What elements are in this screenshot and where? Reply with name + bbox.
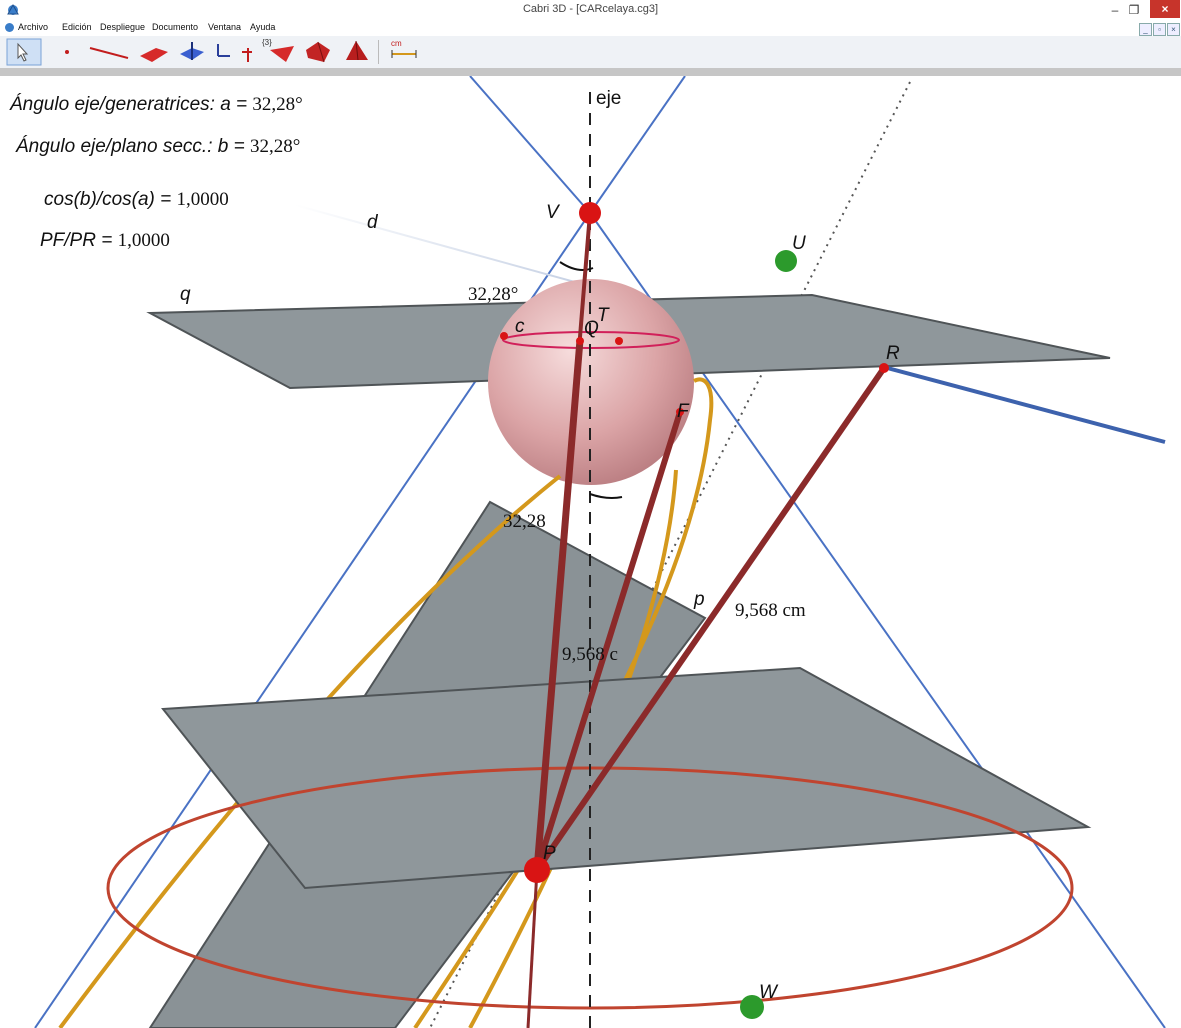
angle-measure-top[interactable]: 32,28° bbox=[468, 284, 519, 305]
doc-restore-button[interactable]: ▫ bbox=[1153, 23, 1166, 36]
plane-base[interactable] bbox=[161, 666, 1092, 890]
label-w: W bbox=[759, 982, 777, 1003]
plane-tool[interactable] bbox=[136, 38, 172, 66]
menu-despliegue[interactable]: Despliegue bbox=[100, 22, 146, 32]
measure-angle-a-label: Ángulo eje/generatrices: a = bbox=[10, 94, 253, 115]
angle-arc-top bbox=[559, 261, 594, 271]
toolbar: {3} cm bbox=[0, 36, 1181, 69]
segment-pr bbox=[534, 366, 887, 872]
measure-pf-pr-value: 1,0000 bbox=[117, 230, 170, 251]
measure-cos-ratio-value: 1,0000 bbox=[176, 189, 229, 210]
point-r[interactable] bbox=[879, 363, 889, 373]
pointer-tool[interactable] bbox=[6, 38, 44, 66]
minimize-button[interactable]: – bbox=[1111, 3, 1119, 17]
doc-close-button[interactable]: × bbox=[1167, 23, 1180, 36]
point-c[interactable] bbox=[500, 332, 508, 340]
close-button[interactable]: × bbox=[1150, 0, 1180, 18]
scene-canvas[interactable] bbox=[0, 76, 1181, 1028]
measure-angle-a-value: 32,28° bbox=[252, 94, 303, 115]
solid-tool[interactable] bbox=[340, 38, 374, 66]
label-p-plane: p bbox=[694, 589, 705, 610]
point-t[interactable] bbox=[615, 337, 623, 345]
doc-minimize-button[interactable]: _ bbox=[1139, 23, 1152, 36]
segment-pv bbox=[535, 212, 592, 871]
transformation-tool[interactable] bbox=[212, 38, 258, 66]
measure-pf-pr[interactable]: PF/PR = 1,0000 bbox=[40, 230, 170, 252]
distance-measure-pr[interactable]: 9,568 cm bbox=[735, 600, 806, 621]
measure-angle-b-value: 32,28° bbox=[249, 136, 301, 157]
point-f[interactable] bbox=[676, 408, 684, 416]
cone-generatrix-right-top bbox=[589, 76, 686, 214]
label-u: U bbox=[792, 233, 806, 254]
line-tool[interactable] bbox=[86, 38, 132, 66]
menu-ventana[interactable]: Ventana bbox=[208, 22, 242, 32]
label-r: R bbox=[886, 343, 900, 364]
measure-tool[interactable] bbox=[386, 38, 426, 66]
angle-arc-mid bbox=[589, 493, 623, 499]
menu-edicion[interactable]: Edición bbox=[62, 22, 92, 32]
point-v[interactable] bbox=[579, 202, 601, 224]
point-u[interactable] bbox=[775, 250, 797, 272]
label-d: d bbox=[367, 212, 378, 233]
measure-pf-pr-label: PF/PR = bbox=[40, 230, 118, 251]
focal-sphere[interactable] bbox=[488, 279, 694, 485]
label-f: F bbox=[677, 401, 689, 422]
point-w[interactable] bbox=[740, 995, 764, 1019]
label-eje: eje bbox=[596, 88, 622, 109]
cone-generatrix-left-top bbox=[469, 76, 591, 214]
dotted-line-u bbox=[429, 81, 911, 1028]
measure-angle-a[interactable]: Ángulo eje/generatrices: a = 32,28° bbox=[10, 94, 303, 116]
measure-angle-b-label: Ángulo eje/plano secc.: b = bbox=[16, 136, 250, 157]
label-v: V bbox=[546, 202, 559, 223]
maximize-button[interactable]: ❐ bbox=[1128, 3, 1140, 17]
point-tool[interactable] bbox=[58, 38, 80, 66]
measure-angle-b[interactable]: Ángulo eje/plano secc.: b = 32,28° bbox=[16, 136, 300, 158]
window-title: Cabri 3D - [CARcelaya.cg3] bbox=[522, 3, 659, 15]
measure-cos-ratio[interactable]: cos(b)/cos(a) = 1,0000 bbox=[44, 189, 229, 211]
label-q: q bbox=[180, 284, 191, 305]
segment-pf bbox=[534, 411, 683, 871]
toolbar-badge: {3} bbox=[262, 38, 272, 47]
polyhedron-tool[interactable] bbox=[302, 38, 336, 66]
menu-ayuda[interactable]: Ayuda bbox=[250, 22, 276, 32]
label-p-point: P bbox=[543, 843, 556, 864]
app-icon bbox=[7, 3, 19, 15]
segment-p-down bbox=[526, 869, 539, 1028]
distance-measure-pf[interactable]: 9,568 c bbox=[562, 644, 618, 665]
measure-badge: cm bbox=[391, 39, 402, 48]
menu-documento[interactable]: Documento bbox=[152, 22, 199, 32]
label-t: T bbox=[597, 305, 609, 326]
polygon-tool[interactable] bbox=[266, 38, 300, 66]
point-q[interactable] bbox=[576, 337, 584, 345]
label-c: c bbox=[515, 316, 525, 337]
perpendicular-tool[interactable] bbox=[176, 38, 208, 66]
menu-bar: Archivo Edición Despliegue Documento Ven… bbox=[0, 20, 1181, 36]
menu-archivo[interactable]: Archivo bbox=[18, 22, 49, 32]
parabola-right-branch bbox=[413, 377, 714, 1028]
point-p[interactable] bbox=[524, 857, 550, 883]
directrix-d-front bbox=[879, 364, 1166, 444]
label-q-point: Q bbox=[584, 318, 599, 339]
title-bar: Cabri 3D - [CARcelaya.cg3] – ❐ × bbox=[0, 0, 1181, 20]
angle-measure-mid[interactable]: 32,28 bbox=[503, 511, 546, 532]
canvas-top-border bbox=[0, 68, 1181, 76]
measure-cos-ratio-label: cos(b)/cos(a) = bbox=[44, 189, 177, 210]
document-icon bbox=[5, 23, 14, 32]
